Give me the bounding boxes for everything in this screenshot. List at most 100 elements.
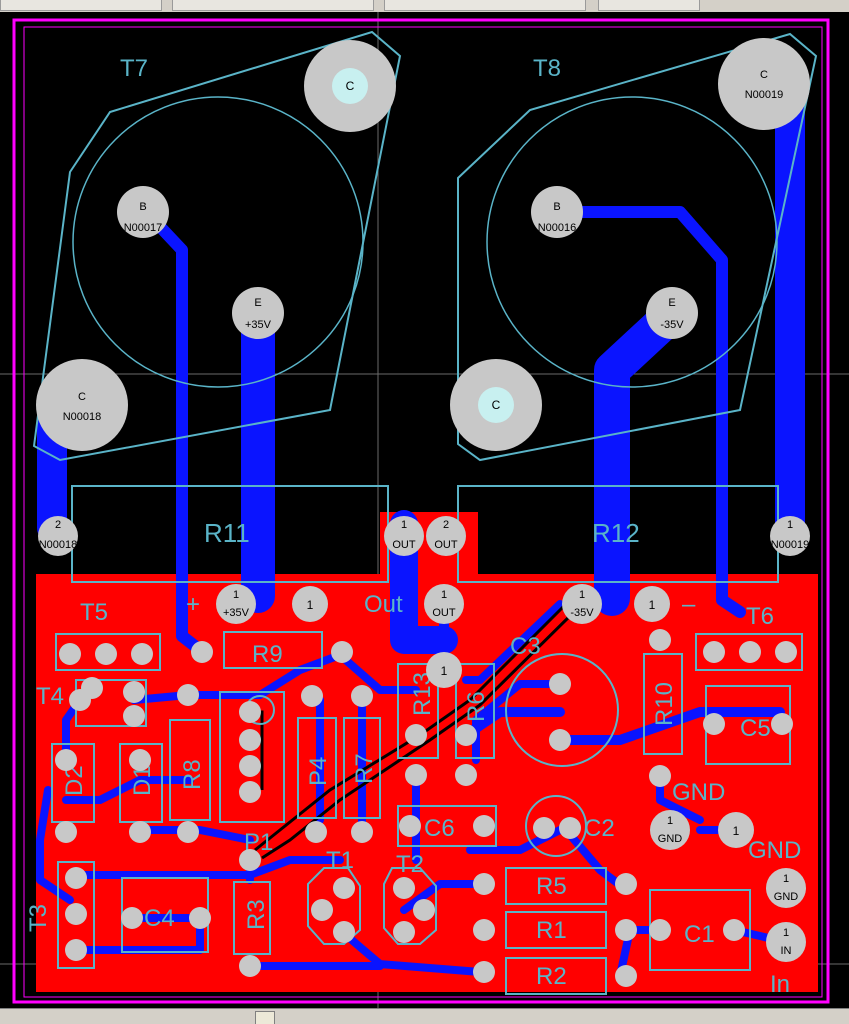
pad-t7-c-top[interactable]: C: [304, 40, 396, 132]
through-hole-pad[interactable]: [413, 899, 435, 921]
window-tab[interactable]: [0, 0, 162, 11]
label-c2: C2: [584, 815, 615, 842]
through-hole-pad[interactable]: [393, 877, 415, 899]
pad-r12-1[interactable]: 1 N00019: [770, 516, 810, 556]
through-hole-pad[interactable]: [131, 643, 153, 665]
through-hole-pad[interactable]: [473, 919, 495, 941]
through-hole-pad[interactable]: [559, 817, 581, 839]
through-hole-pad[interactable]: [549, 729, 571, 751]
through-hole-pad[interactable]: [239, 849, 261, 871]
through-hole-pad[interactable]: [69, 689, 91, 711]
pad-label: 1: [579, 589, 585, 601]
through-hole-pad[interactable]: [333, 921, 355, 943]
through-hole-pad[interactable]: [239, 755, 261, 777]
pad-out[interactable]: 1 OUT: [424, 584, 464, 624]
pad-1-b[interactable]: 1: [634, 586, 670, 622]
through-hole-pad[interactable]: [405, 724, 427, 746]
through-hole-pad[interactable]: [649, 765, 671, 787]
through-hole-pad[interactable]: [473, 961, 495, 983]
label-t4: T4: [36, 683, 64, 710]
through-hole-pad[interactable]: [739, 641, 761, 663]
through-hole-pad[interactable]: [615, 873, 637, 895]
pad-r11-2[interactable]: 2 N00018: [38, 516, 78, 556]
through-hole-pad[interactable]: [393, 921, 415, 943]
pad-label: 1: [401, 519, 407, 531]
through-hole-pad[interactable]: [723, 919, 745, 941]
pcb-canvas[interactable]: T7 T8 R11 R12 T5 T6 T4 R9 + – Out C3 C5 …: [0, 12, 849, 1008]
silk-text: T7 T8 R11 R12 T5 T6 T4 R9 + – Out C3 C5 …: [25, 55, 801, 998]
label-t6: T6: [746, 603, 774, 630]
through-hole-pad[interactable]: [311, 899, 333, 921]
through-hole-pad[interactable]: [55, 749, 77, 771]
pad-label: C: [346, 79, 355, 93]
through-hole-pad[interactable]: [455, 724, 477, 746]
pad-t8-e[interactable]: E -35V: [646, 287, 698, 339]
through-hole-pad[interactable]: [65, 903, 87, 925]
through-hole-pad[interactable]: [129, 749, 151, 771]
through-hole-pad[interactable]: [649, 919, 671, 941]
through-hole-pad[interactable]: [65, 939, 87, 961]
through-hole-pad[interactable]: [123, 681, 145, 703]
through-hole-pad[interactable]: [473, 873, 495, 895]
pad-gnd[interactable]: 1 GND: [650, 810, 690, 850]
scrollbar-thumb[interactable]: [255, 1011, 275, 1024]
through-hole-pad[interactable]: [351, 821, 373, 843]
through-hole-pad[interactable]: [239, 955, 261, 977]
pad-1-a[interactable]: 1: [292, 586, 328, 622]
through-hole-pad[interactable]: [615, 965, 637, 987]
through-hole-pad[interactable]: [189, 907, 211, 929]
pad-minus-35v[interactable]: 1 -35V: [562, 584, 602, 624]
through-hole-pad[interactable]: [55, 821, 77, 843]
through-hole-pad[interactable]: [649, 629, 671, 651]
through-hole-pad[interactable]: [123, 705, 145, 727]
through-hole-pad[interactable]: [65, 867, 87, 889]
pad-net: N00018: [63, 411, 102, 423]
pad-in[interactable]: 1 IN: [766, 922, 806, 962]
through-hole-pad[interactable]: [239, 701, 261, 723]
window-tab[interactable]: [598, 0, 700, 11]
through-hole-pad[interactable]: [177, 821, 199, 843]
window-tab[interactable]: [384, 0, 586, 11]
pad-t8-c-bottom[interactable]: C: [450, 359, 542, 451]
through-hole-pad[interactable]: [95, 643, 117, 665]
pad-1-c[interactable]: 1: [426, 652, 462, 688]
pad-t7-b[interactable]: B N00017: [117, 186, 169, 238]
through-hole-pad[interactable]: [455, 764, 477, 786]
through-hole-pad[interactable]: [703, 641, 725, 663]
pad-t8-c-top[interactable]: C N00019: [718, 38, 810, 130]
through-hole-pad[interactable]: [59, 643, 81, 665]
pad-r11-1[interactable]: 1 OUT: [384, 516, 424, 556]
through-hole-pad[interactable]: [405, 764, 427, 786]
through-hole-pad[interactable]: [305, 821, 327, 843]
pad-label: 1: [733, 824, 740, 838]
through-hole-pad[interactable]: [703, 713, 725, 735]
horizontal-scrollbar[interactable]: [0, 1008, 849, 1024]
pad-gnd-2[interactable]: 1 GND: [766, 868, 806, 908]
through-hole-pad[interactable]: [191, 641, 213, 663]
pad-1-d[interactable]: 1: [718, 812, 754, 848]
pad-t8-b[interactable]: B N00016: [531, 186, 583, 238]
window-tab[interactable]: [172, 0, 374, 11]
through-hole-pad[interactable]: [301, 685, 323, 707]
through-hole-pad[interactable]: [533, 817, 555, 839]
through-hole-pad[interactable]: [775, 641, 797, 663]
pad-t7-e[interactable]: E +35V: [232, 287, 284, 339]
pad-plus-35v[interactable]: 1 +35V: [216, 584, 256, 624]
through-hole-pad[interactable]: [771, 713, 793, 735]
through-hole-pad[interactable]: [615, 919, 637, 941]
through-hole-pad[interactable]: [399, 815, 421, 837]
through-hole-pad[interactable]: [331, 641, 353, 663]
pad-label: E: [254, 297, 261, 309]
pad-r12-2[interactable]: 2 OUT: [426, 516, 466, 556]
through-hole-pad[interactable]: [239, 781, 261, 803]
through-hole-pad[interactable]: [351, 685, 373, 707]
through-hole-pad[interactable]: [333, 877, 355, 899]
label-r2: R2: [536, 963, 567, 990]
through-hole-pad[interactable]: [121, 907, 143, 929]
through-hole-pad[interactable]: [129, 821, 151, 843]
through-hole-pad[interactable]: [473, 815, 495, 837]
pad-t7-c-bottom[interactable]: C N00018: [36, 359, 128, 451]
through-hole-pad[interactable]: [239, 729, 261, 751]
through-hole-pad[interactable]: [549, 673, 571, 695]
through-hole-pad[interactable]: [177, 684, 199, 706]
